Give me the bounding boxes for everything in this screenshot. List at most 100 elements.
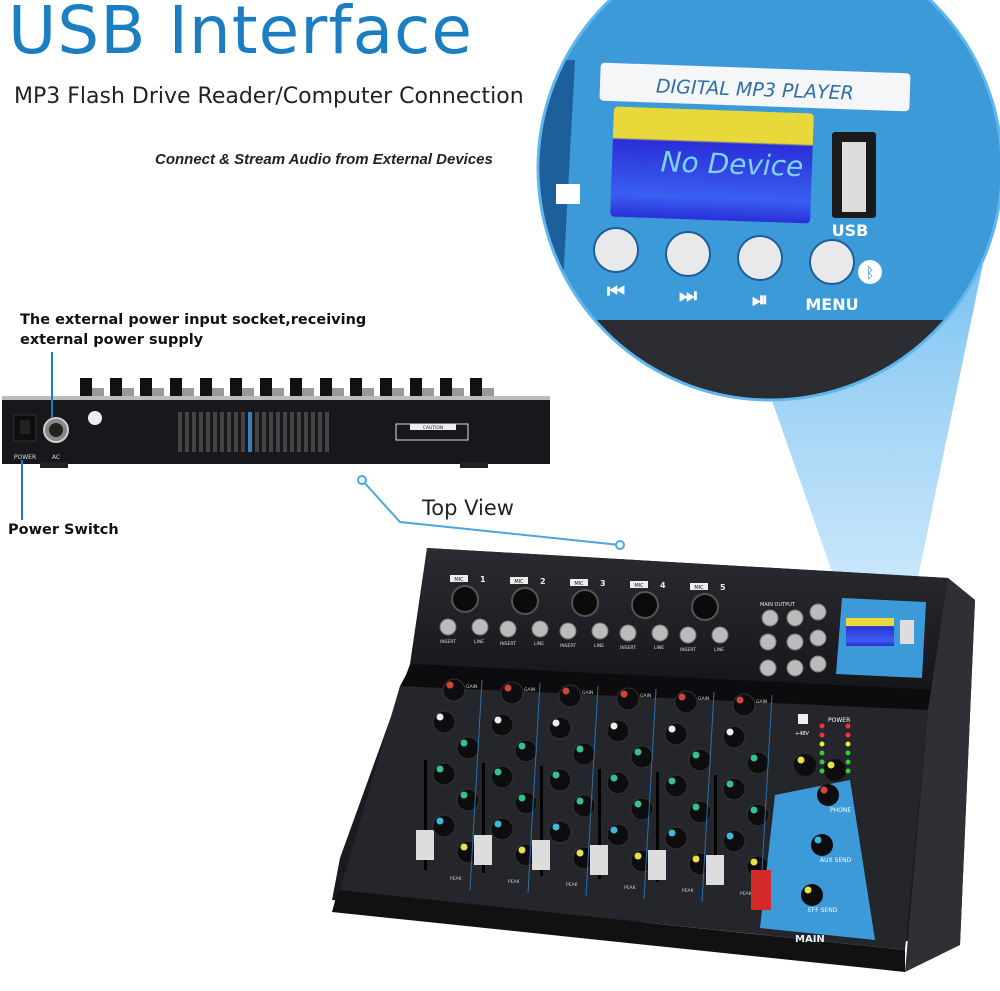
- mic-label: MIC: [694, 585, 704, 591]
- insert-jack[interactable]: [679, 626, 697, 644]
- output-jack[interactable]: [786, 633, 804, 651]
- rotary-knob[interactable]: [432, 710, 456, 734]
- rear-knob: [440, 378, 452, 398]
- rotary-knob[interactable]: [490, 817, 514, 841]
- rotary-knob[interactable]: [616, 687, 640, 711]
- mp3-button[interactable]: [593, 227, 639, 273]
- vent-slot: [290, 412, 294, 452]
- channel-number: 4: [660, 581, 666, 590]
- rotary-knob[interactable]: [442, 678, 466, 702]
- channel-number: 1: [480, 575, 486, 584]
- output-jack[interactable]: [759, 633, 777, 651]
- page-title: USB Interface: [8, 0, 473, 69]
- rear-knob: [260, 378, 272, 398]
- channel-fader[interactable]: [706, 855, 724, 885]
- output-jack[interactable]: [809, 603, 827, 621]
- phantom-button[interactable]: [798, 714, 808, 724]
- rotary-knob[interactable]: [722, 777, 746, 801]
- line-label: LINE: [714, 647, 724, 653]
- rotary-knob[interactable]: [630, 745, 654, 769]
- rotary-knob[interactable]: [722, 725, 746, 749]
- channel-fader[interactable]: [532, 840, 550, 870]
- mic-label: MIC: [634, 583, 644, 589]
- ac-label: AC: [52, 454, 60, 461]
- line-jack[interactable]: [651, 624, 669, 642]
- peak-label: PEAK: [508, 879, 521, 885]
- main-knob[interactable]: [794, 754, 816, 776]
- xlr-input[interactable]: [511, 587, 539, 615]
- rotary-knob[interactable]: [456, 736, 480, 760]
- rotary-knob[interactable]: [514, 739, 538, 763]
- output-jack[interactable]: [759, 659, 777, 677]
- rotary-knob[interactable]: [558, 684, 582, 708]
- line-jack[interactable]: [471, 618, 489, 636]
- rotary-knob[interactable]: [664, 826, 688, 850]
- rotary-knob[interactable]: [722, 829, 746, 853]
- level-led: [845, 723, 851, 729]
- xlr-input[interactable]: [631, 591, 659, 619]
- channel-fader[interactable]: [474, 835, 492, 865]
- main-knob[interactable]: [817, 784, 839, 806]
- top-view-label: Top View: [422, 496, 514, 520]
- main-fader[interactable]: [751, 870, 771, 910]
- xlr-input[interactable]: [451, 585, 479, 613]
- rotary-knob[interactable]: [732, 693, 756, 717]
- main-knob[interactable]: [801, 884, 823, 906]
- rotary-knob[interactable]: [432, 814, 456, 838]
- rotary-knob[interactable]: [688, 748, 712, 772]
- insert-jack[interactable]: [619, 624, 637, 642]
- insert-jack[interactable]: [439, 618, 457, 636]
- rotary-knob[interactable]: [548, 716, 572, 740]
- xlr-input[interactable]: [571, 589, 599, 617]
- line-jack[interactable]: [711, 626, 729, 644]
- rotary-knob[interactable]: [606, 719, 630, 743]
- rotary-knob[interactable]: [746, 751, 770, 775]
- rotary-knob[interactable]: [490, 765, 514, 789]
- level-led: [845, 741, 851, 747]
- rotary-knob[interactable]: [490, 713, 514, 737]
- rotary-knob[interactable]: [548, 768, 572, 792]
- vent-slot: [220, 412, 224, 452]
- channel-fader[interactable]: [416, 830, 434, 860]
- line-jack[interactable]: [531, 620, 549, 638]
- rotary-knob[interactable]: [572, 742, 596, 766]
- main-knob[interactable]: [811, 834, 833, 856]
- insert-jack[interactable]: [499, 620, 517, 638]
- mp3-button[interactable]: [809, 239, 855, 285]
- output-jack[interactable]: [809, 629, 827, 647]
- rotary-knob[interactable]: [606, 823, 630, 847]
- output-jack[interactable]: [786, 609, 804, 627]
- rotary-knob[interactable]: [664, 774, 688, 798]
- line-jack[interactable]: [591, 622, 609, 640]
- rotary-knob[interactable]: [500, 681, 524, 705]
- rotary-knob[interactable]: [674, 690, 698, 714]
- xlr-input[interactable]: [691, 593, 719, 621]
- rotary-knob[interactable]: [548, 820, 572, 844]
- vent-slot: [311, 412, 315, 452]
- rotary-knob[interactable]: [664, 722, 688, 746]
- rotary-knob[interactable]: [432, 762, 456, 786]
- main-section: [760, 780, 875, 940]
- gain-label: GAIN: [524, 687, 535, 693]
- play-pause-icon: ⏯: [752, 287, 768, 311]
- main-knob[interactable]: [824, 759, 846, 781]
- insert-jack[interactable]: [559, 622, 577, 640]
- output-jack[interactable]: [809, 655, 827, 673]
- rear-knob: [320, 378, 332, 398]
- mp3-button[interactable]: [665, 231, 711, 277]
- channel-fader[interactable]: [590, 845, 608, 875]
- level-led: [845, 768, 851, 774]
- main-output-label: MAIN OUTPUT: [760, 602, 796, 608]
- output-jack[interactable]: [786, 659, 804, 677]
- vent-slot: [213, 412, 217, 452]
- rotary-knob[interactable]: [606, 771, 630, 795]
- level-led: [819, 750, 825, 756]
- gain-label: GAIN: [466, 684, 477, 690]
- mp3-button[interactable]: [737, 235, 783, 281]
- channel-fader[interactable]: [648, 850, 666, 880]
- channel-number: 3: [600, 579, 606, 588]
- lcd-text: No Device: [660, 145, 804, 183]
- level-led: [845, 750, 851, 756]
- output-jack[interactable]: [761, 609, 779, 627]
